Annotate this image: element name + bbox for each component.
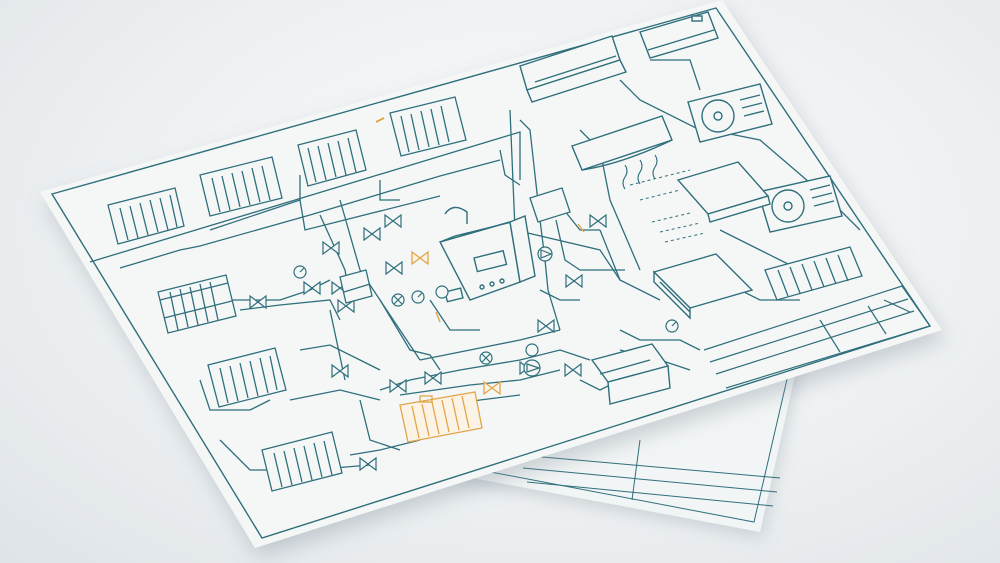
outdoor-fan-unit (757, 175, 843, 233)
outdoor-fan-unit (687, 83, 773, 143)
ducted-unit (676, 161, 771, 223)
radiators (107, 96, 863, 492)
accent-radiator (399, 391, 483, 443)
ducted-unit (590, 343, 671, 405)
gauge (293, 265, 307, 279)
valve (411, 250, 429, 266)
radiator (389, 96, 467, 157)
valve (564, 362, 582, 378)
radiator (764, 246, 863, 301)
gauge (411, 290, 425, 304)
radiator (297, 129, 367, 187)
accent-valves (375, 117, 585, 396)
gauge (435, 285, 449, 299)
pump (537, 246, 553, 262)
valve (565, 273, 583, 289)
ducted-units (590, 161, 771, 405)
valve (249, 294, 267, 310)
valve (424, 370, 442, 386)
gauges (293, 246, 679, 377)
radiator (157, 274, 237, 334)
valve (337, 298, 355, 314)
front-sheet (40, 0, 942, 548)
valve (331, 363, 349, 379)
gauge (665, 319, 679, 333)
radiator (199, 156, 283, 217)
ducted-unit (652, 253, 754, 320)
valve (359, 456, 377, 472)
split-ac-unit (519, 35, 627, 103)
radiator (261, 431, 343, 492)
valve (303, 280, 321, 296)
valve (384, 213, 402, 229)
gas-boiler (438, 206, 536, 303)
gauge (525, 343, 539, 357)
valve (483, 380, 501, 396)
valve (363, 226, 381, 242)
valve (589, 213, 607, 229)
gauge (391, 293, 405, 307)
radiator (107, 187, 185, 245)
radiator (207, 347, 287, 408)
control-box (529, 187, 571, 223)
split-ac-unit (571, 115, 673, 171)
back-sheet-title-block (519, 439, 781, 507)
gauge (479, 351, 493, 365)
split-ac-unit (639, 11, 719, 59)
pump (523, 359, 541, 377)
expansion-tank (339, 269, 373, 304)
valve (537, 318, 555, 334)
split-ac-units (519, 11, 719, 171)
valve (385, 260, 403, 276)
airflow-lines (629, 169, 706, 243)
valve (389, 378, 407, 394)
outdoor-units (687, 83, 843, 233)
title-block (703, 285, 931, 389)
heat-waves (622, 154, 658, 190)
valve (322, 240, 340, 256)
